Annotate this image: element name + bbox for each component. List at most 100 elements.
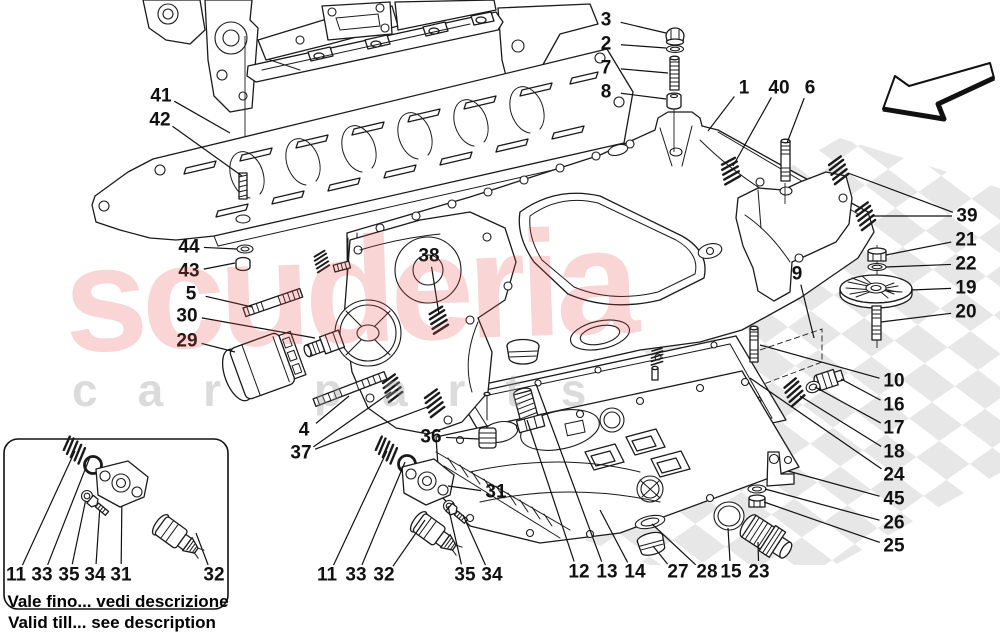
callout-40: 40 [768,78,789,99]
leader-line-30 [201,317,316,339]
callout-11: 11 [6,565,27,586]
callout-24: 24 [883,465,905,486]
callout-36: 36 [420,427,441,448]
leader-line-7 [620,68,669,74]
callout-2: 2 [601,34,612,55]
callout-12: 12 [568,562,589,583]
engine-block-part [142,0,599,113]
leader-line-11 [332,450,388,566]
callout-7: 7 [601,58,612,79]
stud-part-42 [238,172,248,200]
callout-14: 14 [624,562,646,583]
plug-part-27 [636,531,666,556]
stud-part-20 [871,305,882,341]
callout-4: 4 [299,420,310,441]
union-part-12 [506,338,546,434]
small-stud [332,260,352,273]
callout-9: 9 [792,264,803,285]
leader-line-8 [620,92,667,100]
leader-line-21 [885,241,952,256]
leader-line-42 [172,125,243,177]
leader-line-3 [620,21,667,34]
leader-line-34 [95,504,101,565]
callout-34: 34 [481,565,503,586]
callout-1: 1 [739,78,750,99]
leader-line-16 [840,378,881,401]
callout-20: 20 [955,302,976,323]
validity-note-italian: Vale fino... vedi descrizione [7,592,228,611]
leader-line-45 [787,470,880,497]
leader-line-11 [21,450,76,566]
nut-part-25 [748,494,766,508]
leader-line-20 [880,312,952,323]
callout-25: 25 [883,536,905,557]
callout-27: 27 [667,562,688,583]
nut-part-21 [867,247,887,262]
leader-line-37 [314,405,431,450]
callout-17: 17 [883,418,904,439]
bush-part-8 [666,92,682,110]
union-part-23 [739,514,793,559]
callout-38: 38 [418,246,439,267]
callout-31: 31 [110,565,132,586]
callout-16: 16 [883,395,904,416]
stud-part-5 [242,287,304,318]
leader-line-36 [445,436,480,440]
leader-line-9 [800,284,815,339]
callout-34: 34 [84,565,106,586]
callout-31: 31 [485,482,507,503]
washer-part-44 [236,244,254,254]
callout-13: 13 [596,562,617,583]
leader-line-13 [535,383,603,562]
leader-line-5 [205,295,253,308]
plug-part-43 [235,256,251,272]
callout-11: 11 [317,565,338,586]
leader-line-4 [315,395,350,424]
callout-5: 5 [186,284,197,305]
leader-line-18 [799,395,882,447]
sensor-group-inset [58,434,209,565]
callout-8: 8 [601,82,612,103]
callout-33: 33 [31,565,52,586]
callout-18: 18 [883,442,904,463]
oil-strainer-assembly [839,245,913,348]
leader-line-14 [599,509,629,563]
washer-part-22 [867,262,887,272]
washer-part-17 [805,380,821,394]
leader-line-10 [759,344,880,379]
leader-line-23 [757,541,760,562]
scuderia-watermark: scuderia [61,196,643,384]
leader-line-41 [173,100,231,134]
stud-part-7 [669,55,680,91]
callout-19: 19 [955,278,976,299]
stud-part-4 [312,370,388,408]
washer-part-26 [747,484,767,494]
union-part-30 [303,329,346,358]
leader-line-2 [620,44,667,49]
leader-line-35 [447,505,462,565]
stud-part-10 [749,325,759,363]
bracket-part-45 [766,451,795,487]
leader-line-24 [749,377,882,470]
cap-nut-part-3 [665,27,685,46]
leader-line-28 [651,523,697,566]
leader-line-37 [313,391,392,448]
callout-32: 32 [373,565,394,586]
callout-39: 39 [956,206,977,227]
callout-30: 30 [176,306,197,327]
callout-leader-lines [21,21,954,567]
callout-10: 10 [883,371,904,392]
sump-spacer-part-9 [735,171,853,302]
callout-44: 44 [178,237,200,258]
callout-35: 35 [58,565,80,586]
leader-line-35 [71,493,88,565]
leader-line-39 [847,172,954,213]
callout-23: 23 [748,562,769,583]
callout-33: 33 [345,565,366,586]
leader-line-31 [447,485,482,492]
callout-15: 15 [720,562,742,583]
callout-21: 21 [955,230,977,251]
callout-35: 35 [454,565,476,586]
